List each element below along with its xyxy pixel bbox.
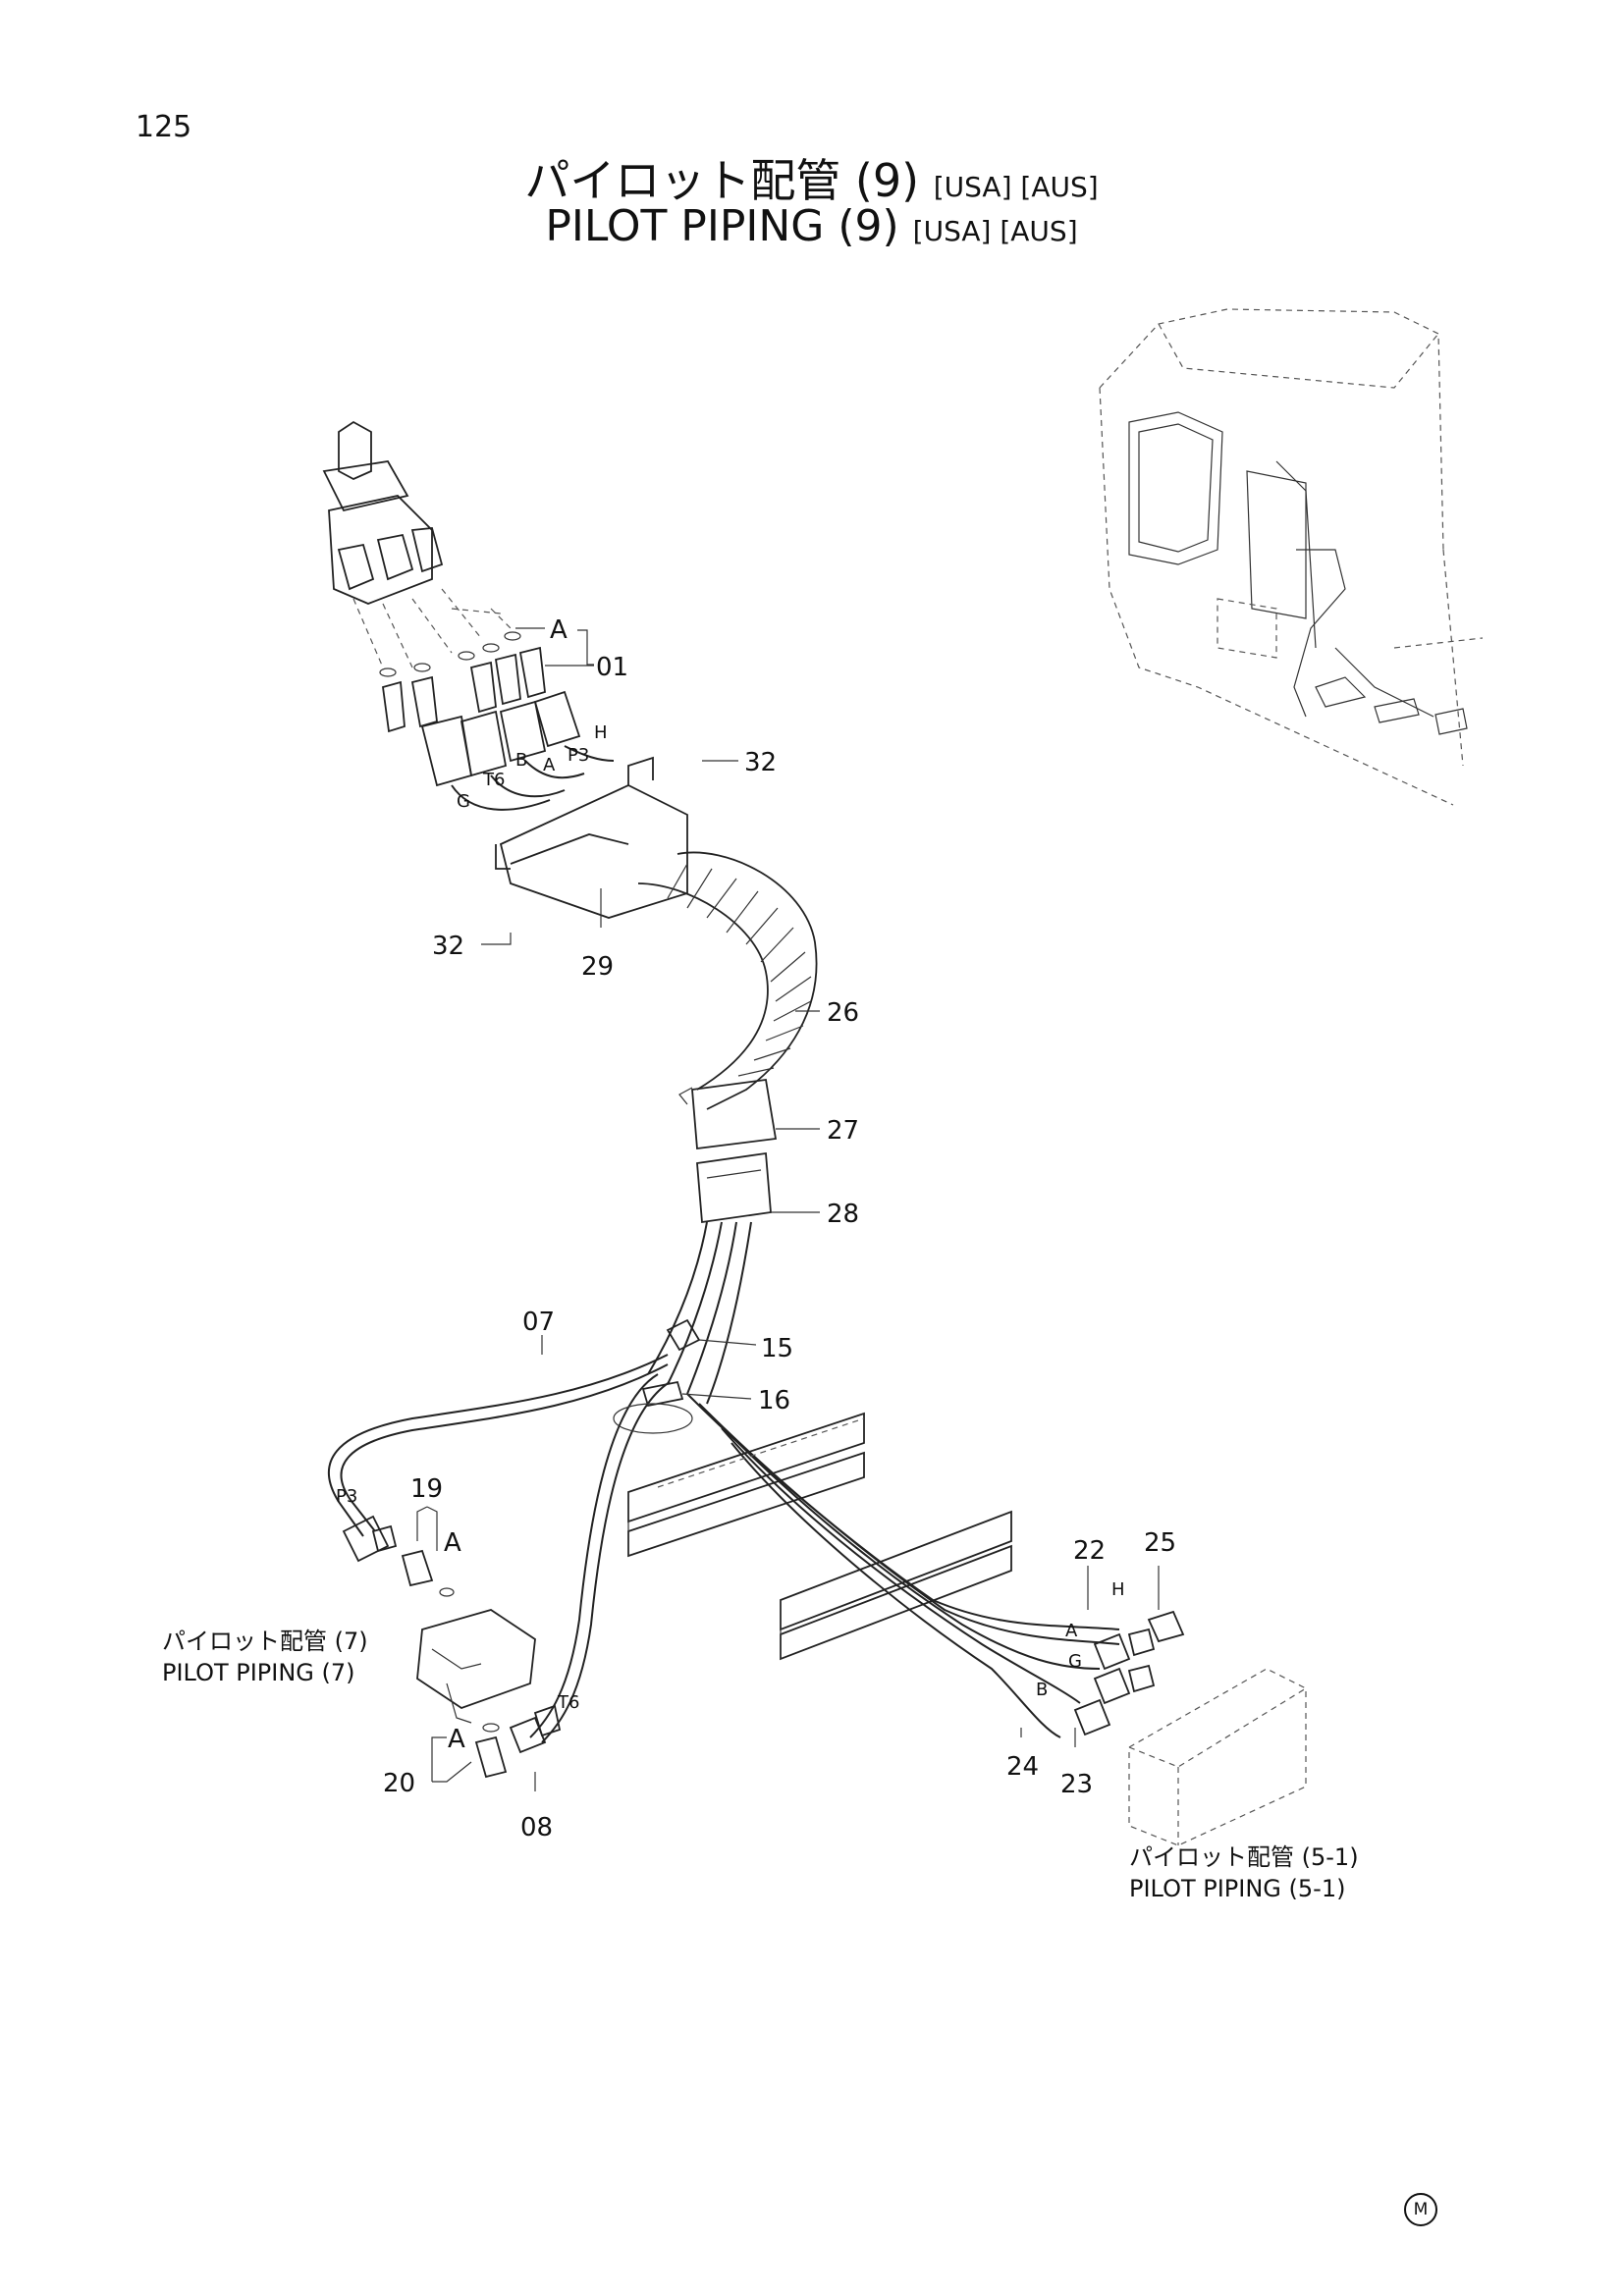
callout-01: 01	[596, 653, 628, 682]
leader-lines	[416, 627, 1160, 1791]
detail-a-19: A	[444, 1528, 461, 1558]
port-label-p3: P3	[568, 745, 589, 766]
callout-16: 16	[758, 1386, 790, 1415]
callout-23: 23	[1060, 1770, 1093, 1799]
callout-27: 27	[827, 1116, 859, 1146]
ref-right-jp: パイロット配管 (5-1)	[1129, 1843, 1359, 1871]
hose-routing	[328, 1318, 1307, 1846]
title-en-region-tags: [USA] [AUS]	[912, 215, 1078, 247]
port-label-h: H	[594, 722, 608, 743]
callout-22: 22	[1073, 1536, 1106, 1566]
callout-07: 07	[522, 1308, 555, 1337]
callout-24: 24	[1006, 1752, 1039, 1782]
port-label-a: A	[543, 755, 556, 775]
port-label-g: G	[457, 791, 470, 812]
callout-19: 19	[410, 1474, 443, 1504]
callout-08: 08	[520, 1813, 553, 1842]
port-label-t6: T6	[482, 770, 505, 790]
port-label-a-right: A	[1065, 1621, 1078, 1641]
port-label-p3-left: P3	[336, 1486, 357, 1507]
ref-right-en: PILOT PIPING (5-1)	[1129, 1875, 1345, 1902]
detail-a-top: A	[550, 615, 568, 645]
title-jp-region-tags: [USA] [AUS]	[933, 171, 1099, 203]
hose-cover-and-bellows	[495, 756, 818, 1405]
port-label-b-right: B	[1036, 1680, 1048, 1700]
callout-20: 20	[383, 1769, 415, 1798]
port-label-h-right: H	[1111, 1579, 1125, 1600]
corner-mark-circle: M	[1404, 2193, 1437, 2226]
ref-left-jp: パイロット配管 (7)	[162, 1628, 368, 1655]
callout-29: 29	[581, 952, 614, 982]
cab-inset-drawing	[1099, 308, 1484, 806]
callout-28: 28	[827, 1200, 859, 1229]
callout-25: 25	[1144, 1528, 1176, 1558]
pilot-valve-drawing	[322, 420, 615, 811]
callout-26: 26	[827, 998, 859, 1028]
title-jp-text: パイロット配管 (9)	[524, 154, 920, 207]
title-en-text: PILOT PIPING (9)	[545, 201, 899, 251]
title-english: PILOT PIPING (9) [USA] [AUS]	[0, 201, 1623, 251]
callout-32-bottom: 32	[432, 932, 464, 961]
port-label-t6-lower: T6	[557, 1692, 579, 1713]
detail-a-20: A	[448, 1725, 465, 1754]
page-number: 125	[135, 110, 192, 144]
callout-15: 15	[761, 1334, 793, 1363]
title-japanese: パイロット配管 (9) [USA] [AUS]	[0, 145, 1623, 210]
port-label-g-right: G	[1068, 1651, 1082, 1672]
ref-left-en: PILOT PIPING (7)	[162, 1659, 355, 1686]
callout-32-top: 32	[744, 748, 777, 777]
port-label-b: B	[515, 750, 527, 771]
